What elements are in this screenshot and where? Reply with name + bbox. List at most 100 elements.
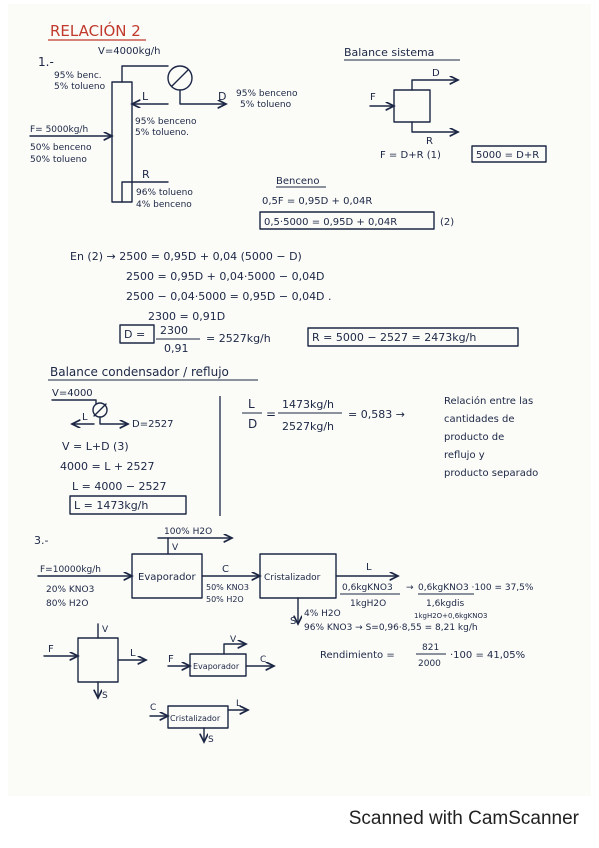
result-d-rhs: = 2527kg/h <box>206 332 271 345</box>
sketch-l-label: L <box>130 648 136 659</box>
ex3-yield-num: 821 <box>422 643 439 653</box>
ex3-l-num: 0,6kgKNO3 <box>342 583 393 593</box>
cond-boxed: L = 1473kg/h <box>74 499 148 512</box>
cond-eq-2: 4000 = L + 2527 <box>60 460 155 473</box>
sketch2-evap: Evaporador <box>193 662 240 671</box>
ex3-v-out: 100% H2O <box>164 527 212 537</box>
ex1-feed-1: F= 5000kg/h <box>30 125 88 135</box>
balance-sistema-heading: Balance sistema <box>344 46 434 59</box>
ex3-l-arrow: → <box>406 583 414 593</box>
cond-boxed-frame <box>69 495 187 515</box>
cond-v-label: V=4000 <box>52 388 93 399</box>
ex1-top-stream-2: 5% tolueno <box>54 82 106 92</box>
ex3-l-den: 1kgH2O <box>350 599 386 609</box>
sketch3-l-label: L <box>236 699 241 709</box>
ratio-den: 2527kg/h <box>282 420 334 433</box>
ex1-feed-3: 50% tolueno <box>30 155 87 165</box>
ex3-feed-1: F=10000kg/h <box>40 565 101 575</box>
benceno-heading: Benceno <box>276 176 319 187</box>
solve-line-4: 2300 = 0,91D <box>148 310 225 323</box>
sketch-v-label: V <box>102 625 109 635</box>
ratio-note-3: producto de <box>444 432 504 443</box>
ex3-feed-2: 20% KNO3 <box>46 585 94 595</box>
sketch2-v-label: V <box>230 635 237 645</box>
ex1-r-label: R <box>142 168 150 181</box>
ex1-d-comp-1: 95% benceno <box>236 89 298 99</box>
cond-eq-3: L = 4000 − 2527 <box>72 480 167 493</box>
ex1-v-top: V=4000kg/h <box>98 46 161 57</box>
sketch-f-label: F <box>48 644 54 655</box>
ratio-val: = 0,583 → <box>348 408 405 421</box>
ex3-yield-den: 2000 <box>418 659 441 669</box>
cond-l-label: L <box>82 412 88 423</box>
ratio-equals: = <box>266 407 276 421</box>
ex3-cryst: Cristalizador <box>264 573 321 583</box>
ex3-l-result-sub: 1kgH2O+0,6kgKNO3 <box>414 612 487 620</box>
ex3-c-label: C <box>222 564 229 575</box>
sketch3-cryst: Cristalizador <box>170 714 221 723</box>
bs-boxed: 5000 = D+R <box>476 150 539 161</box>
cond-eq-1: V = L+D (3) <box>62 440 129 453</box>
bs-f-label: F <box>370 92 376 103</box>
ex3-feed-3: 80% H2O <box>46 599 88 609</box>
ex3-l-label: L <box>366 562 372 573</box>
sketch3-s-label: S <box>208 735 214 745</box>
ex3-l-result: 0,6kgKNO3 ·100 = 37,5% <box>418 583 534 593</box>
ex3-yield-rhs: ·100 = 41,05% <box>450 650 525 661</box>
page-title: RELACIÓN 2 <box>50 21 141 40</box>
ratio-lhs-den: D <box>248 417 257 431</box>
ex1-number: 1.- <box>38 55 54 69</box>
result-d-num: 2300 <box>160 324 188 337</box>
solve-line-2: 2500 = 0,95D + 0,04·5000 − 0,04D <box>126 270 325 283</box>
result-d-den: 0,91 <box>164 342 189 355</box>
sketch2-evaporator-box <box>189 653 247 677</box>
ratio-num: 1473kg/h <box>282 398 334 411</box>
result-r: R = 5000 − 2527 = 2473kg/h <box>312 331 476 344</box>
ex1-top-stream-1: 95% benc. <box>54 71 102 81</box>
ex3-evap: Evaporador <box>138 572 197 583</box>
ex3-c-comp-1: 50% KNO3 <box>206 583 249 592</box>
ex3-s-comp-2: 96% KNO3 → S=0,96·8,55 = 8,21 kg/h <box>304 623 478 633</box>
sketch-s-label: S <box>102 691 108 701</box>
benceno-eq1: 0,5F = 0,95D + 0,04R <box>262 196 372 207</box>
ex1-l-comp-2: 5% tolueno. <box>135 128 189 138</box>
benceno-boxed: 0,5·5000 = 0,95D + 0,04R <box>264 217 397 228</box>
ex1-feed-2: 50% benceno <box>30 143 92 153</box>
ex1-d-comp-2: 5% tolueno <box>240 100 292 110</box>
ex3-c-comp-2: 50% H2O <box>206 595 244 604</box>
scanned-page: RELACIÓN 2 1.- V=4000kg/h 95% benc. 5% t… <box>8 4 591 796</box>
ex3-v-label: V <box>172 543 179 553</box>
sketch3-crystallizer-box <box>167 705 229 729</box>
ex3-s-label: S <box>290 616 296 627</box>
footer-text: Scanned with CamScanner <box>348 808 579 829</box>
bs-d-label: D <box>432 68 440 79</box>
bs-boxed-frame <box>471 145 547 163</box>
sketch2-f-label: F <box>168 654 174 665</box>
ex3-yield-lhs: Rendimiento = <box>320 650 395 661</box>
ex3-l-result-den: 1,6kgdis <box>426 599 464 609</box>
solve-line-3: 2500 − 0,04·5000 = 0,95D − 0,04D . <box>126 290 332 303</box>
ratio-note-4: reflujo y <box>444 450 485 461</box>
result-d-lhs: D = <box>124 328 145 341</box>
ex3-number: 3.- <box>34 534 48 547</box>
result-d-frame <box>119 324 155 344</box>
ratio-lhs-num: L <box>248 397 255 411</box>
bs-r-label: R <box>426 136 433 147</box>
benceno-boxed-frame <box>259 211 435 230</box>
sketch2-c-label: C <box>260 655 266 665</box>
ratio-note-1: Relación entre las <box>444 395 533 407</box>
ratio-note-5: producto separado <box>444 468 538 479</box>
bs-eq: F = D+R (1) <box>380 150 441 161</box>
ratio-note-2: cantidades de <box>444 414 515 425</box>
cond-d-label: D=2527 <box>132 419 174 430</box>
ex1-d-label: D <box>218 90 226 103</box>
sketch3-c-label: C <box>150 703 156 713</box>
solve-line-1: En (2) → 2500 = 0,95D + 0,04 (5000 − D) <box>70 250 302 263</box>
ex1-r-comp-1: 96% tolueno <box>136 188 193 198</box>
ex1-l-label: L <box>142 90 149 103</box>
ex3-s-comp-1: 4% H2O <box>304 609 341 619</box>
system-box <box>393 89 431 123</box>
sketch-system-box <box>77 637 119 683</box>
handwritten-notes: RELACIÓN 2 1.- V=4000kg/h 95% benc. 5% t… <box>29 21 547 745</box>
result-r-frame <box>307 327 519 347</box>
